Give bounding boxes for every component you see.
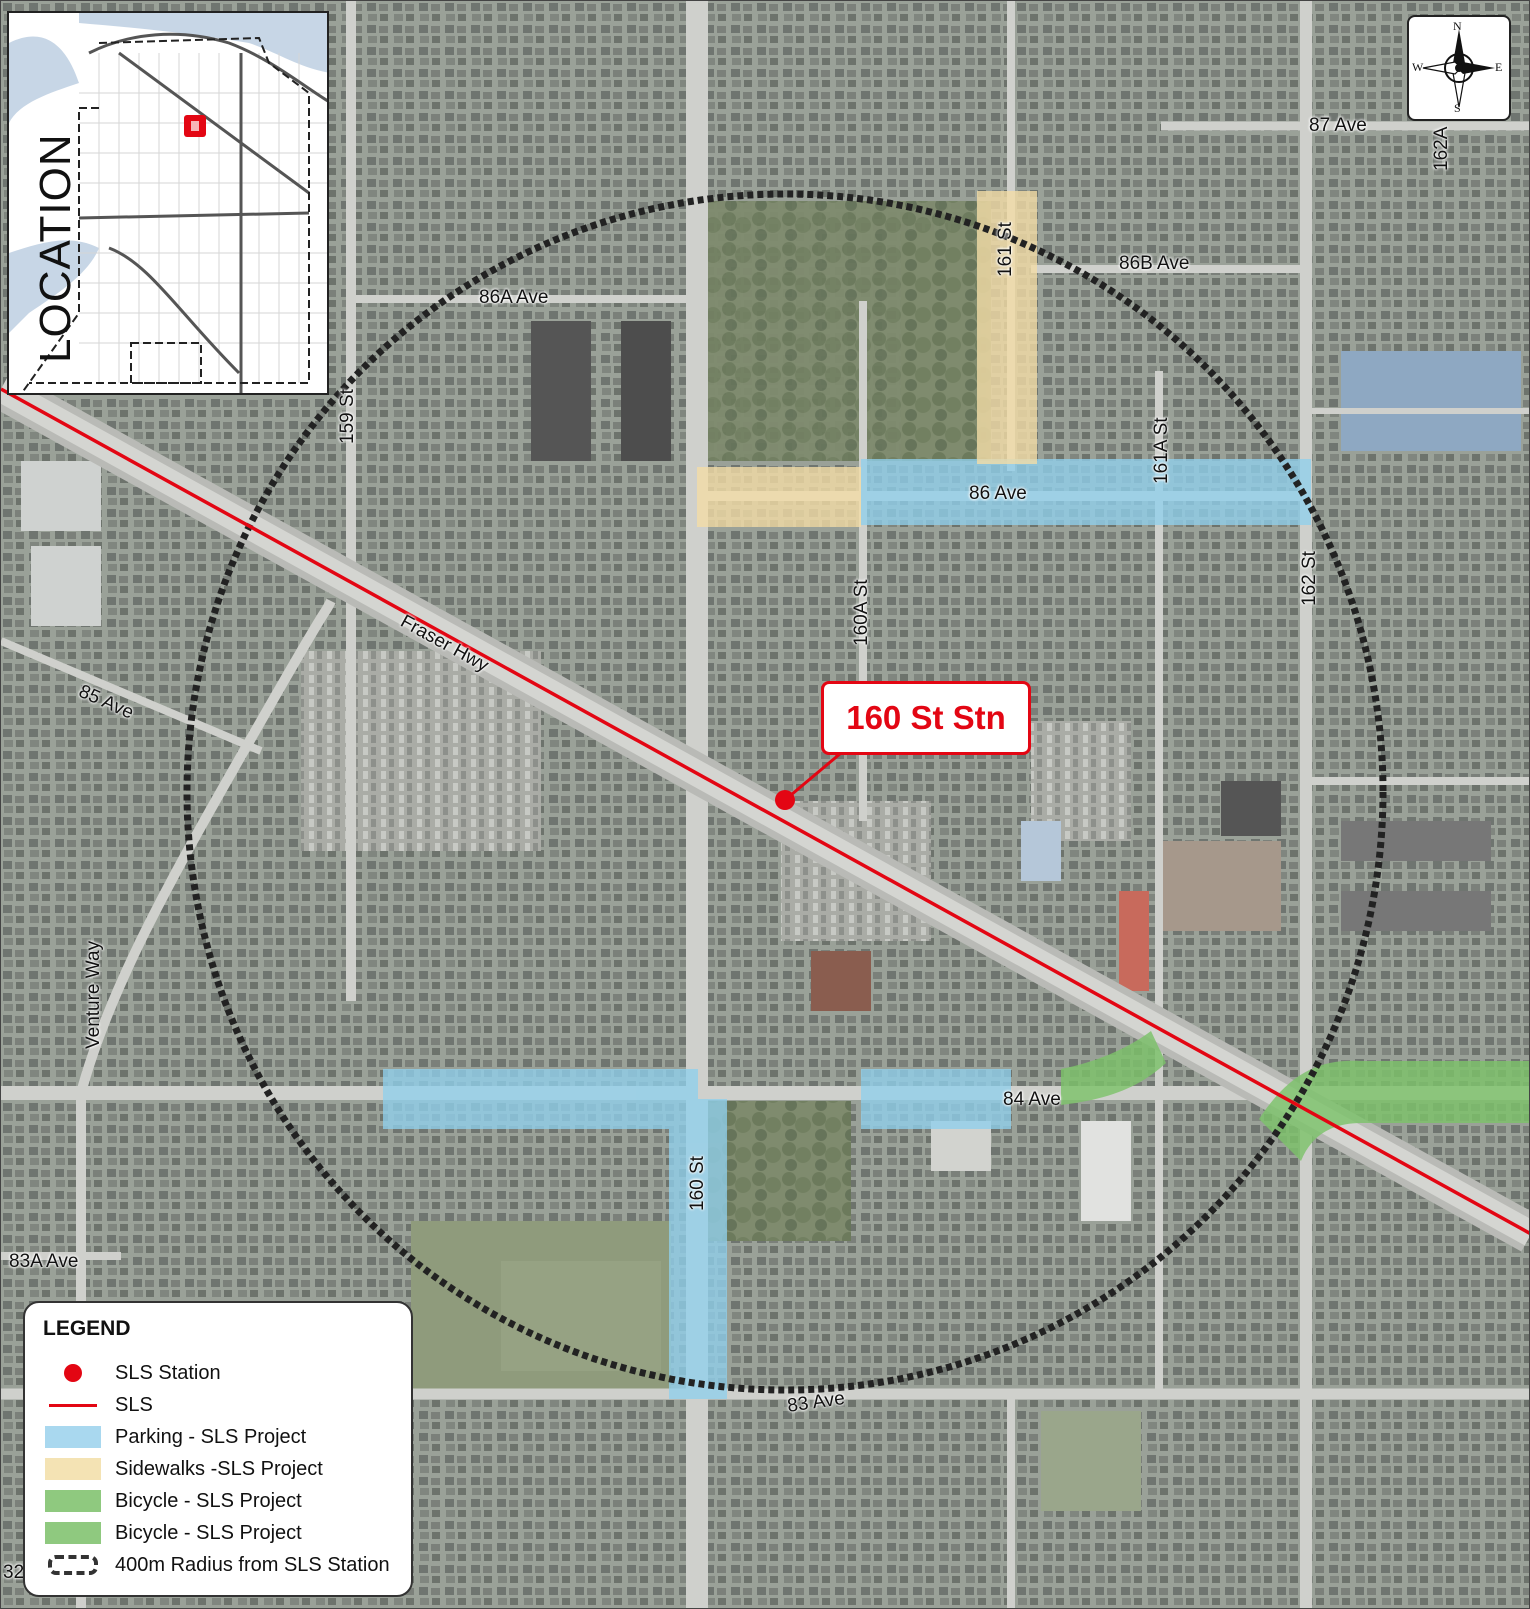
locator-map-drawing [9, 13, 327, 393]
callout-leader [784, 751, 842, 802]
street-label-86a-ave: 86A Ave [479, 287, 549, 308]
street-label-161a-st: 161A St [1151, 417, 1172, 484]
compass-e: E [1495, 60, 1503, 74]
street-label-160a-st: 160A St [851, 579, 872, 646]
street-label-86b-ave: 86B Ave [1119, 253, 1190, 274]
legend: LEGEND SLS Station SLS Parking - SLS Pro… [23, 1301, 413, 1597]
legend-sidewalks-swatch-icon [43, 1456, 103, 1482]
legend-item-radius: 400m Radius from SLS Station [43, 1551, 390, 1579]
street-label-83a-ave: 83A Ave [9, 1251, 79, 1272]
legend-item-parking: Parking - SLS Project [43, 1423, 306, 1451]
compass-n: N [1453, 19, 1462, 33]
street-label-162a: 162A [1431, 126, 1452, 171]
legend-bicycle-swatch-2-icon [43, 1520, 103, 1546]
compass-w: W [1412, 60, 1424, 74]
street-label-87-ave: 87 Ave [1309, 115, 1367, 136]
compass-rose-icon [1422, 29, 1495, 108]
legend-radius-dashed-icon [43, 1552, 103, 1578]
legend-item-sidewalks: Sidewalks -SLS Project [43, 1455, 323, 1483]
legend-parking-swatch-icon [43, 1424, 103, 1450]
street-label-84-ave: 84 Ave [1003, 1089, 1061, 1110]
station-name: 160 St Stn [846, 699, 1006, 736]
street-label-159-st: 159 St [337, 389, 358, 444]
legend-station-dot-icon [43, 1360, 103, 1386]
legend-line-icon [43, 1392, 103, 1418]
street-label-161-st: 161 St [995, 222, 1016, 277]
locator-title: LOCATION [31, 133, 80, 363]
street-label-160-st: 160 St [687, 1156, 708, 1211]
legend-item-sls-line: SLS [43, 1391, 153, 1419]
compass-s: S [1454, 101, 1461, 115]
street-label-edge-fragment: 32 [3, 1562, 25, 1583]
location-inset-map: LOCATION [7, 11, 329, 395]
street-label-86-ave: 86 Ave [969, 483, 1027, 504]
north-arrow: N S E W [1407, 15, 1511, 121]
parking-areas [383, 459, 1311, 1399]
street-label-venture-way: Venture Way [83, 940, 104, 1049]
station-callout[interactable]: 160 St Stn [821, 681, 1031, 755]
legend-item-bicycle: Bicycle - SLS Project [43, 1487, 302, 1515]
legend-item-sls-station: SLS Station [43, 1359, 221, 1387]
sls-line [1, 387, 1529, 1235]
radius-400m-circle [183, 190, 1387, 1394]
legend-bicycle-swatch-icon [43, 1488, 103, 1514]
legend-title: LEGEND [43, 1317, 131, 1340]
legend-item-bicycle-2: Bicycle - SLS Project [43, 1519, 302, 1547]
station-marker[interactable] [775, 790, 795, 810]
bicycle-routes [1061, 1031, 1529, 1161]
street-label-162-st: 162 St [1299, 551, 1320, 606]
